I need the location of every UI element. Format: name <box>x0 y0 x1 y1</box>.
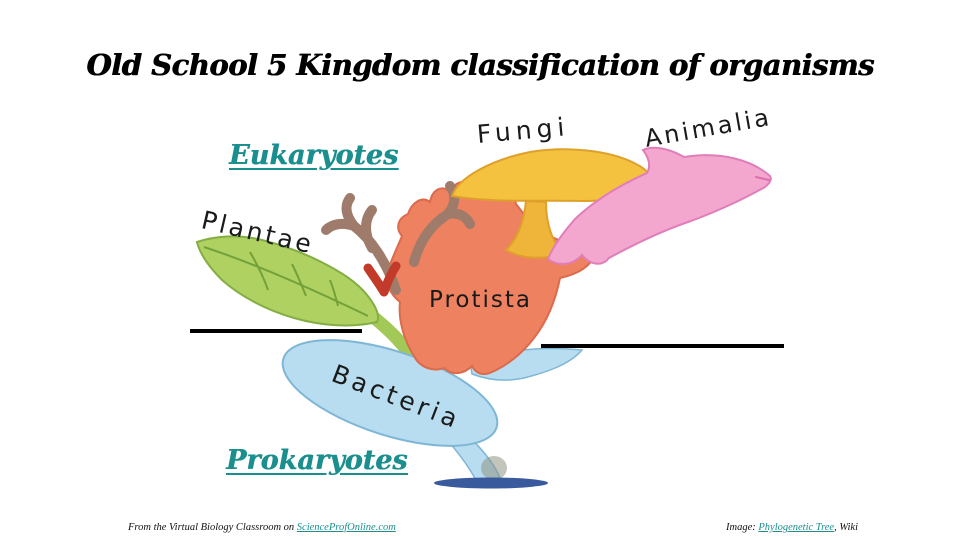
bacteria-body-shape <box>281 339 499 447</box>
brown-branch-shape <box>321 181 475 295</box>
trunk-shadow-shape <box>481 456 507 480</box>
tree-root-base-shape <box>434 477 548 489</box>
footer-credit-text: From the Virtual Biology Classroom on <box>128 522 297 533</box>
plantae-leaf-veins <box>203 246 369 317</box>
plantae-leaf-shape <box>195 235 379 327</box>
kingdom-label-protista: Protista <box>429 287 532 313</box>
prokaryotes-heading: Prokaryotes <box>226 445 408 476</box>
animalia-fish-mouth <box>755 176 770 181</box>
footer-credit-link[interactable]: ScienceProfOnline.com <box>296 522 396 533</box>
blank-line-left <box>190 329 362 333</box>
footer-image-credit-link[interactable]: Phylogenetic Tree <box>758 522 835 533</box>
red-sprout-shape <box>363 261 401 297</box>
animalia-fish-shape <box>546 146 772 265</box>
footer-image-credit-text: Image: <box>726 522 759 533</box>
footer-image-credit: Image: Phylogenetic Tree, Wiki <box>726 522 858 533</box>
blank-line-right <box>541 344 784 348</box>
slide-title: Old School 5 Kingdom classification of o… <box>86 48 874 82</box>
footer-image-credit-suffix: , Wiki <box>834 522 859 533</box>
eukaryotes-heading: Eukaryotes <box>229 140 399 171</box>
fungi-stem-shape <box>504 199 564 259</box>
footer-credit: From the Virtual Biology Classroom on Sc… <box>128 522 396 533</box>
